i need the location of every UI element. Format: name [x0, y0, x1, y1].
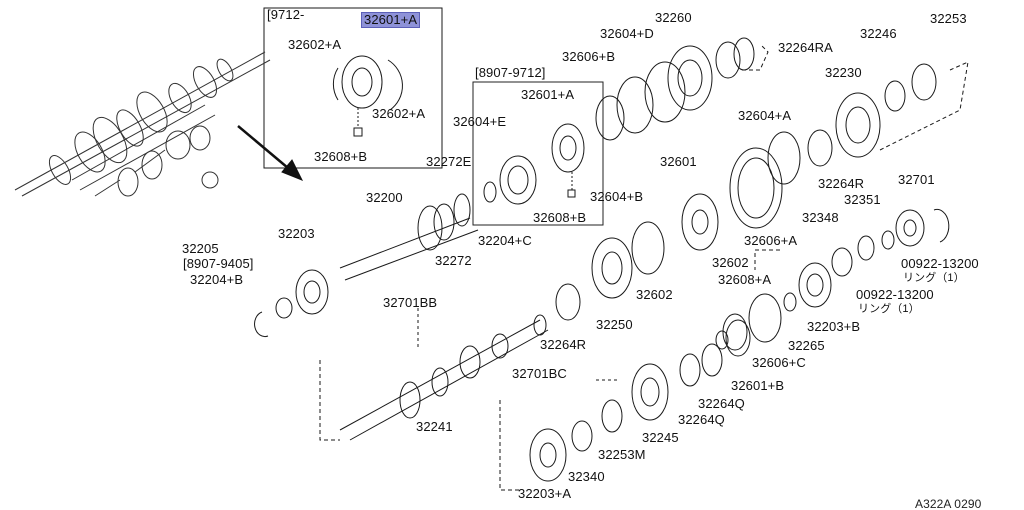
label-inset-9712: [9712- [267, 7, 305, 22]
label-32601-A[interactable]: 32601+A [521, 87, 575, 102]
lower-gear-cluster [499, 319, 751, 491]
inset-box-8907-9712 [472, 81, 604, 226]
inset-gear-mid [551, 123, 585, 198]
label-32340[interactable]: 32340 [568, 469, 605, 484]
label-32606-A[interactable]: 32606+A [744, 233, 798, 248]
label-32264R[interactable]: 32264R [818, 176, 865, 191]
pointer-arrow [237, 125, 289, 169]
label-ring: リング（1） [903, 272, 965, 284]
label-32204-B[interactable]: 32204+B [190, 272, 244, 287]
label-32265[interactable]: 32265 [788, 338, 825, 353]
inset-box-9712 [263, 7, 443, 169]
label-32606-B[interactable]: 32606+B [562, 49, 616, 64]
label-32608-B[interactable]: 32608+B [314, 149, 368, 164]
label-32602[interactable]: 32602 [636, 287, 673, 302]
label-32246[interactable]: 32246 [860, 26, 897, 41]
main-shaft [254, 155, 537, 337]
label-32272[interactable]: 32272 [435, 253, 472, 268]
label-32241[interactable]: 32241 [416, 419, 453, 434]
label-32264Q[interactable]: 32264Q [698, 396, 745, 411]
label-ring: リング（1） [858, 303, 920, 315]
label-32701BC[interactable]: 32701BC [512, 366, 567, 381]
label-32250[interactable]: 32250 [596, 317, 633, 332]
label-32264R[interactable]: 32264R [540, 337, 587, 352]
label-32200[interactable]: 32200 [366, 190, 403, 205]
label-32601-A-highlighted[interactable]: 32601+A [361, 12, 421, 28]
label-32604-D[interactable]: 32604+D [600, 26, 654, 41]
label-32601-B[interactable]: 32601+B [731, 378, 785, 393]
label-32608-B[interactable]: 32608+B [533, 210, 587, 225]
label-32204-C[interactable]: 32204+C [478, 233, 532, 248]
label-32604-B[interactable]: 32604+B [590, 189, 644, 204]
label-32602-A[interactable]: 32602+A [288, 37, 342, 52]
inset-gear-top [332, 55, 403, 137]
label-32602[interactable]: 32602 [712, 255, 749, 270]
counter-shaft [319, 308, 549, 441]
label-32230[interactable]: 32230 [825, 65, 862, 80]
label-32264RA[interactable]: 32264RA [778, 40, 833, 55]
label-32203[interactable]: 32203 [278, 226, 315, 241]
label-32606-C[interactable]: 32606+C [752, 355, 806, 370]
pointer-arrow-head [281, 159, 304, 181]
label-32604-A[interactable]: 32604+A [738, 108, 792, 123]
label-32253[interactable]: 32253 [930, 11, 967, 26]
label-00922-13200[interactable]: 00922-13200 [901, 256, 979, 271]
label-32203-B[interactable]: 32203+B [807, 319, 861, 334]
label-32260[interactable]: 32260 [655, 10, 692, 25]
label-inset-8907-9405: [8907-9405] [183, 256, 254, 271]
assembly-thumbnail [14, 51, 271, 197]
label-32604-E[interactable]: 32604+E [453, 114, 507, 129]
label-32245[interactable]: 32245 [642, 430, 679, 445]
label-32701BB[interactable]: 32701BB [383, 295, 438, 310]
label-00922-13200[interactable]: 00922-13200 [856, 287, 934, 302]
label-32253M[interactable]: 32253M [598, 447, 646, 462]
label-32348[interactable]: 32348 [802, 210, 839, 225]
label-32351[interactable]: 32351 [844, 192, 881, 207]
label-32608-A[interactable]: 32608+A [718, 272, 772, 287]
label-32203-A[interactable]: 32203+A [518, 486, 572, 501]
label-inset-8907-9712: [8907-9712] [475, 65, 546, 80]
label-32602-A[interactable]: 32602+A [372, 106, 426, 121]
label-32272E[interactable]: 32272E [426, 154, 472, 169]
label-32264Q[interactable]: 32264Q [678, 412, 725, 427]
label-32205[interactable]: 32205 [182, 241, 219, 256]
label-32701[interactable]: 32701 [898, 172, 935, 187]
drawing-code: A322A 0290 [915, 497, 982, 510]
label-32601[interactable]: 32601 [660, 154, 697, 169]
upper-gear-cluster [555, 37, 969, 351]
